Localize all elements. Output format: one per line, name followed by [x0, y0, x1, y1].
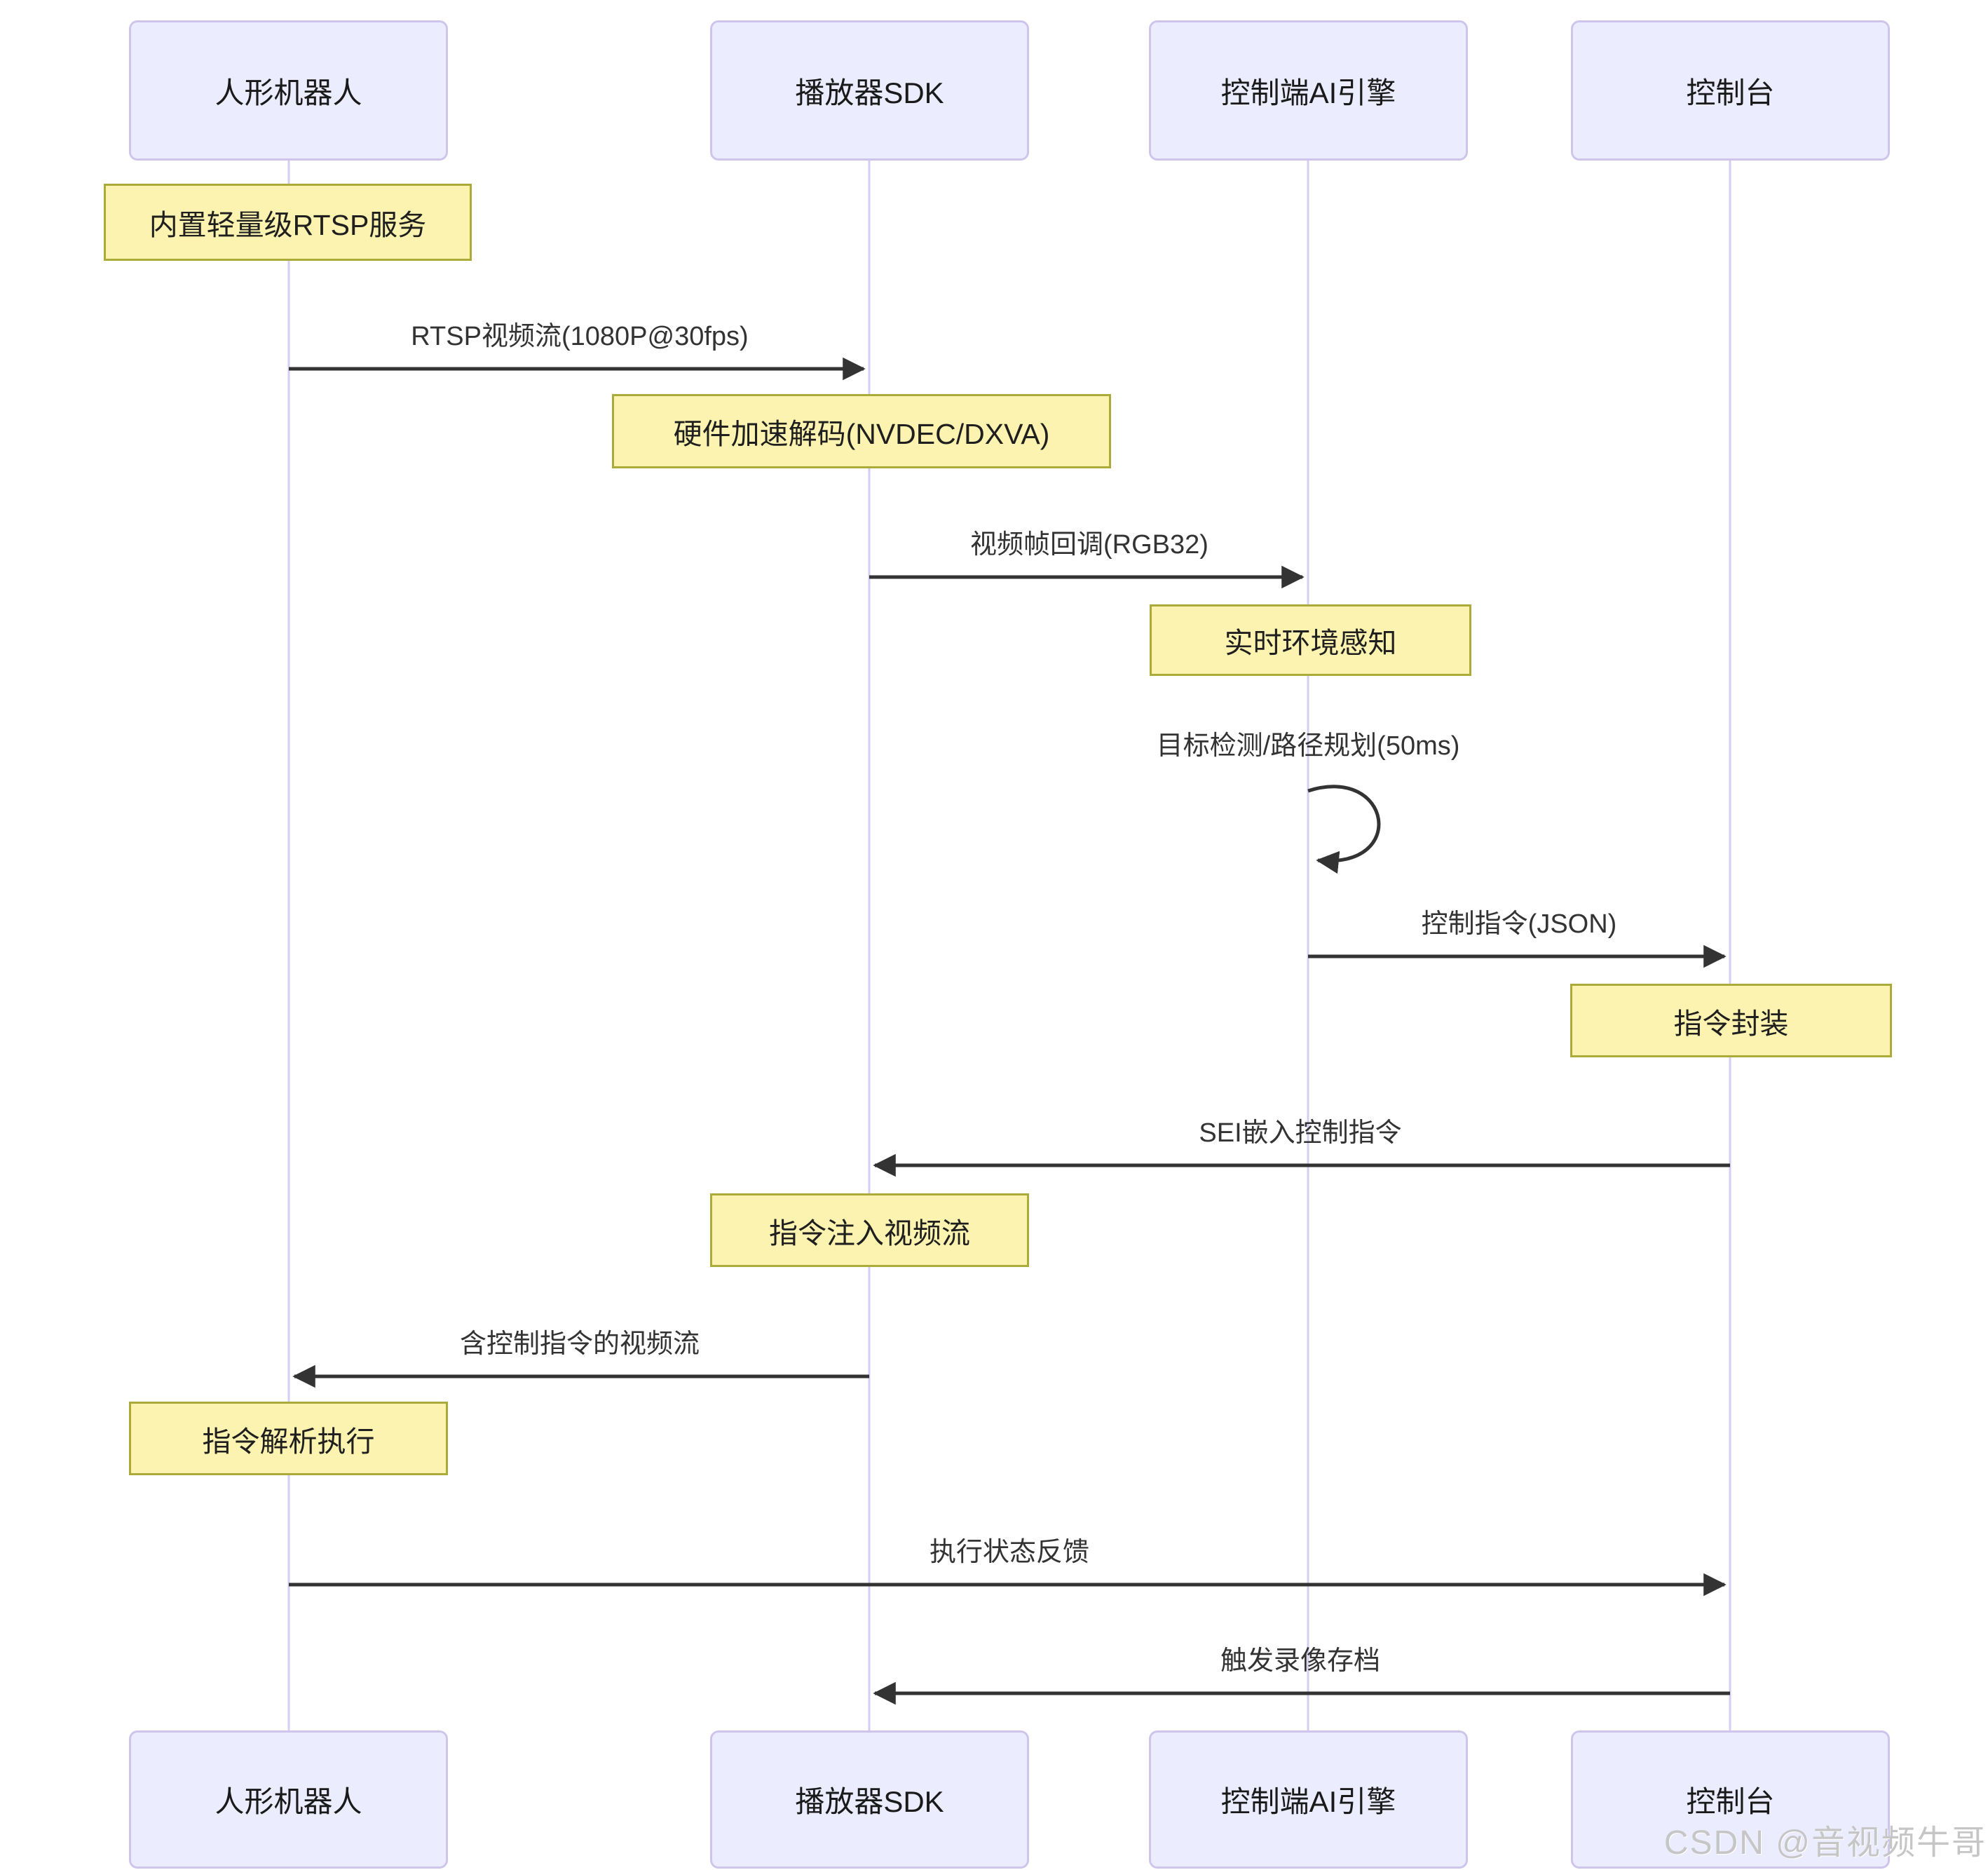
actor-bottom-ai-engine: 控制端AI引擎 — [1149, 1730, 1468, 1869]
note-hw-decode: 硬件加速解码(NVDEC/DXVA) — [612, 394, 1111, 468]
actor-label: 控制端AI引擎 — [1220, 76, 1396, 109]
actor-top-robot: 人形机器人 — [129, 20, 448, 161]
actor-label: 控制台 — [1686, 76, 1775, 109]
actor-top-console: 控制台 — [1571, 20, 1890, 161]
actor-label: 人形机器人 — [215, 1785, 362, 1818]
note-env-perception: 实时环境感知 — [1150, 604, 1471, 676]
note-cmd-injection: 指令注入视频流 — [710, 1193, 1029, 1267]
note-cmd-parse-exec: 指令解析执行 — [129, 1402, 448, 1475]
message-label-detection-planning: 目标检测/路径规划(50ms) — [1156, 731, 1460, 761]
actor-top-player-sdk: 播放器SDK — [710, 20, 1029, 161]
actor-label: 人形机器人 — [215, 76, 362, 109]
actor-bottom-robot: 人形机器人 — [129, 1730, 448, 1869]
message-self-loop-detection — [1307, 785, 1381, 874]
message-label-exec-feedback: 执行状态反馈 — [929, 1538, 1090, 1567]
message-label-sei-embed: SEI嵌入控制指令 — [1199, 1118, 1402, 1148]
message-label-rtsp-stream: RTSP视频流(1080P@30fps) — [411, 322, 749, 351]
actor-label: 控制台 — [1686, 1785, 1775, 1818]
message-label-control-json: 控制指令(JSON) — [1421, 909, 1617, 939]
message-label-stream-with-commands: 含控制指令的视频流 — [459, 1329, 700, 1359]
actor-label: 播放器SDK — [795, 1785, 944, 1818]
actor-label: 播放器SDK — [795, 76, 944, 109]
note-rtsp-service: 内置轻量级RTSP服务 — [104, 184, 472, 261]
actor-top-ai-engine: 控制端AI引擎 — [1149, 20, 1468, 161]
message-label-trigger-recording: 触发录像存档 — [1220, 1646, 1381, 1676]
message-label-frame-callback: 视频帧回调(RGB32) — [970, 530, 1209, 560]
actor-bottom-player-sdk: 播放器SDK — [710, 1730, 1029, 1869]
csdn-watermark: CSDN @音视频牛哥 — [1663, 1824, 1987, 1862]
actor-label: 控制端AI引擎 — [1220, 1785, 1396, 1818]
note-cmd-encapsulation: 指令封装 — [1570, 984, 1892, 1057]
actor-bottom-console: 控制台 — [1571, 1730, 1890, 1869]
